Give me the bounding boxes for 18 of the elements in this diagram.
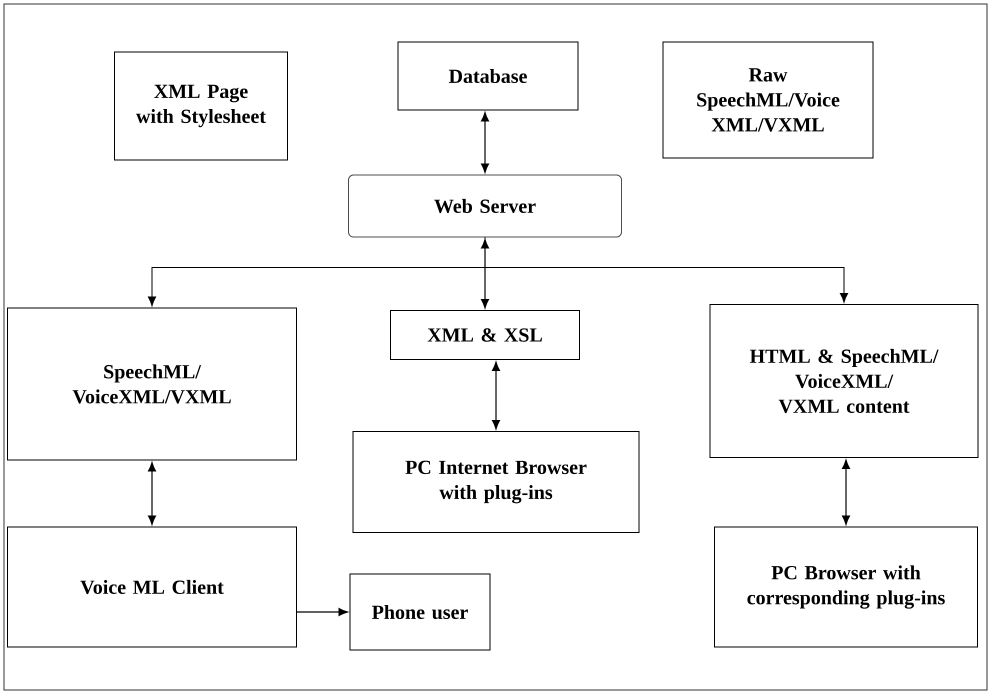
process-box: PC Browser with corresponding plug-ins bbox=[714, 526, 978, 648]
process-box: XML Page with Stylesheet bbox=[114, 52, 288, 160]
process-box: Voice ML Client bbox=[7, 526, 297, 648]
arrow bbox=[148, 462, 156, 525]
arrow bbox=[842, 460, 850, 525]
arrow bbox=[297, 608, 348, 616]
process-box: PC Internet Browser with plug-ins bbox=[352, 431, 640, 533]
process-box: Phone user bbox=[350, 574, 490, 650]
arrow bbox=[481, 239, 490, 308]
server-box: Web Server bbox=[348, 174, 622, 238]
arrow bbox=[484, 237, 848, 303]
process-box: XML & XSL bbox=[390, 310, 580, 360]
process-box: Raw SpeechML/Voice XML/VXML bbox=[662, 42, 874, 158]
process-box: HTML & SpeechML/ VoiceXML/ VXML content bbox=[710, 304, 978, 458]
process-box: Database bbox=[398, 42, 578, 110]
arrow bbox=[481, 112, 490, 173]
process-box: SpeechML/ VoiceXML/VXML bbox=[7, 308, 297, 460]
arrow bbox=[492, 362, 500, 430]
